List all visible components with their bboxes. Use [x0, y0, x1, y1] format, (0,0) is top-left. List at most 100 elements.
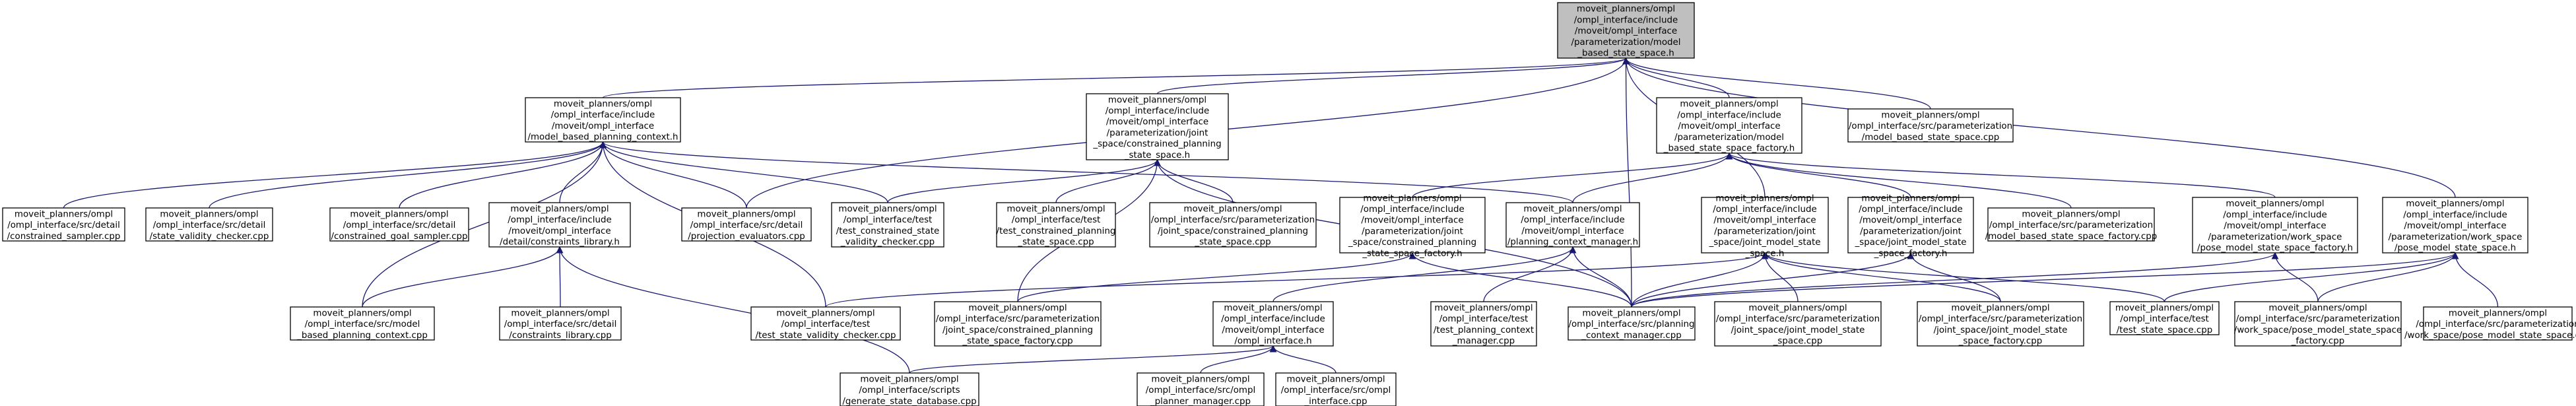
- node-box: [1847, 197, 1974, 254]
- node-label-line: /moveit/ompl_interface: [1678, 121, 1780, 131]
- node-label-line: /ompl_interface/src/detail: [343, 220, 456, 230]
- node-label-line: /ompl_interface/src/parameterization: [1919, 314, 2082, 324]
- node-test-constrained-state-validity-checker-cpp[interactable]: moveit_planners/ompl/ompl_interface/test…: [831, 202, 944, 248]
- edge-model-based-state-space-factory-h-to-root: [1625, 57, 1730, 98]
- node-joint-model-state-space-factory-cpp[interactable]: moveit_planners/ompl/ompl_interface/src/…: [1917, 301, 2084, 347]
- node-label-line: moveit_planners/ompl: [554, 100, 652, 110]
- edge-generate-state-database-cpp-to-ompl-interface-h: [909, 345, 1274, 374]
- node-projection-evaluators-cpp[interactable]: moveit_planners/ompl/ompl_interface/src/…: [681, 207, 812, 242]
- node-label-line: /ompl_interface/src/parameterization: [1716, 314, 1880, 324]
- node-pose-model-state-space-factory-cpp[interactable]: moveit_planners/ompl/ompl_interface/src/…: [2234, 301, 2402, 347]
- node-label-line: /test_planning_context: [1434, 325, 1534, 335]
- node-label-line: /ompl_interface/src/parameterization: [1151, 215, 1315, 225]
- edge-joint-model-state-space-factory-cpp-to-joint-model-state-space-factory-h: [1910, 252, 2001, 302]
- edge-test-state-space-cpp-to-joint-model-state-space-h: [1764, 252, 2165, 302]
- node-label-line: /ompl_interface/include: [1677, 110, 1781, 120]
- node-test-constrained-planning-state-space-cpp[interactable]: moveit_planners/ompl/ompl_interface/test…: [996, 202, 1116, 248]
- node-constrained-planning-state-space-h[interactable]: moveit_planners/ompl/ompl_interface/incl…: [1086, 93, 1229, 160]
- edge-ompl-interface-cpp-to-ompl-interface-h: [1272, 345, 1337, 374]
- node-label-line: moveit_planners/ompl: [1183, 205, 1282, 215]
- node-pose-model-state-space-cpp[interactable]: moveit_planners/ompl/ompl_interface/src/…: [2404, 306, 2576, 341]
- node-label-line: _space.h: [1745, 249, 1785, 259]
- node-box: [1339, 197, 1486, 254]
- node-box: [1847, 108, 2014, 143]
- node-box: [831, 202, 944, 248]
- node-constrained-planning-state-space-factory-h[interactable]: moveit_planners/ompl/ompl_interface/incl…: [1339, 193, 1486, 259]
- node-label-line: _space_factory.h: [1874, 249, 1948, 259]
- node-pose-model-state-space-factory-h[interactable]: moveit_planners/ompl/ompl_interface/incl…: [2192, 197, 2358, 254]
- node-box: [2234, 301, 2402, 347]
- node-model-based-state-space-cpp[interactable]: moveit_planners/ompl/ompl_interface/src/…: [1847, 108, 2014, 143]
- node-label-line: /parameterization/joint: [1714, 226, 1816, 236]
- edge-constrained-planning-state-space-factory-cpp-to-constrained-planning-state-space-factory-h: [1017, 252, 1413, 302]
- arrowhead-constraints-library-h-29: [556, 246, 564, 254]
- node-label-line: /moveit/ompl_interface: [1521, 226, 1624, 236]
- node-label-line: moveit_planners/ompl: [1434, 304, 1533, 314]
- node-label-line: /test_constrained_planning: [997, 226, 1116, 236]
- edge-test-planning-context-manager-cpp-to-planning-context-manager-h: [1483, 246, 1573, 302]
- edge-planning-context-manager-cpp-to-joint-model-state-space-factory-h: [1631, 252, 1911, 308]
- node-box: [934, 301, 1102, 347]
- node-box: [1086, 93, 1229, 160]
- node-box: [750, 306, 901, 341]
- node-label-line: _validity_checker.cpp: [840, 238, 935, 248]
- node-label-line: _space/joint_model_state: [1855, 238, 1967, 248]
- node-model-based-state-space-factory-cpp[interactable]: moveit_planners/ompl/ompl_interface/src/…: [1985, 207, 2157, 242]
- node-ompl-interface-cpp[interactable]: moveit_planners/ompl/ompl_interface/src/…: [1275, 372, 1397, 406]
- edge-planning-context-manager-cpp-to-planning-context-manager-h: [1572, 246, 1632, 308]
- node-constrained-planning-state-space-cpp[interactable]: moveit_planners/ompl/ompl_interface/src/…: [1149, 202, 1317, 248]
- node-generate-state-database-cpp[interactable]: moveit_planners/ompl/ompl_interface/scri…: [840, 372, 979, 406]
- node-label-line: /ompl_interface/src/model: [305, 320, 420, 329]
- node-constrained-planning-state-space-factory-cpp[interactable]: moveit_planners/ompl/ompl_interface/src/…: [934, 301, 1102, 347]
- node-label-line: moveit_planners/ompl: [1881, 110, 1979, 120]
- node-label-line: moveit_planners/ompl: [511, 308, 609, 318]
- node-test-state-validity-checker-cpp[interactable]: moveit_planners/ompl/ompl_interface/test…: [750, 306, 901, 341]
- node-label-line: /ompl_interface/test: [2120, 314, 2209, 324]
- node-model-based-planning-context-h[interactable]: moveit_planners/ompl/ompl_interface/incl…: [525, 97, 681, 143]
- node-ompl-interface-h[interactable]: moveit_planners/ompl/ompl_interface/incl…: [1212, 301, 1334, 347]
- node-label-line: moveit_planners/ompl: [1151, 374, 1249, 384]
- node-label-line: moveit_planners/ompl: [1363, 193, 1461, 203]
- node-label-line: /ompl_interface/include: [551, 110, 655, 120]
- node-label-line: moveit_planners/ompl: [1861, 193, 1960, 203]
- edge-pose-model-state-space-factory-h-to-model-based-state-space-factory-h: [1729, 152, 2276, 198]
- node-joint-model-state-space-cpp[interactable]: moveit_planners/ompl/ompl_interface/src/…: [1714, 301, 1882, 347]
- node-label-line: /generate_state_database.cpp: [842, 397, 976, 406]
- node-label-line: _state_space.cpp: [1017, 238, 1094, 248]
- node-box: [290, 306, 435, 341]
- edge-planning-context-manager-cpp-to-pose-model-state-space-h: [1631, 252, 2456, 308]
- node-label-line: _state_space.h: [1124, 151, 1190, 160]
- node-label-line: /ompl_interface/scripts: [859, 386, 960, 395]
- edge-constrained-planning-state-space-h-to-root: [1156, 57, 1627, 94]
- node-label-line: /parameterization/joint: [1362, 226, 1463, 236]
- node-label-line: /work_space/pose_model_state_space: [2234, 325, 2402, 335]
- node-joint-model-state-space-h[interactable]: moveit_planners/ompl/ompl_interface/incl…: [1701, 193, 1829, 259]
- node-test-planning-context-manager-cpp[interactable]: moveit_planners/ompl/ompl_interface/test…: [1430, 301, 1537, 347]
- node-label-line: moveit_planners/ompl: [1582, 308, 1680, 318]
- edge-constrained-goal-sampler-cpp-to-model-based-planning-context-h: [399, 141, 604, 209]
- node-pose-model-state-space-h[interactable]: moveit_planners/ompl/ompl_interface/incl…: [2382, 197, 2528, 254]
- node-model-based-state-space-factory-h[interactable]: moveit_planners/ompl/ompl_interface/incl…: [1656, 97, 1802, 154]
- arrowhead-root-7: [1622, 57, 1630, 65]
- node-label-line: /ompl_interface/include: [1574, 15, 1678, 25]
- node-label-line: moveit_planners/ompl: [1523, 205, 1622, 215]
- node-constrained-sampler-cpp[interactable]: moveit_planners/ompl/ompl_interface/src/…: [2, 207, 125, 242]
- node-label-line: /moveit/ompl_interface: [508, 226, 611, 236]
- node-label-line: moveit_planners/ompl: [838, 205, 937, 215]
- node-constraints-library-h[interactable]: moveit_planners/ompl/ompl_interface/incl…: [488, 202, 631, 248]
- node-constraints-library-cpp[interactable]: moveit_planners/ompl/ompl_interface/src/…: [499, 306, 622, 341]
- node-model-based-planning-context-cpp[interactable]: moveit_planners/ompl/ompl_interface/src/…: [290, 306, 435, 341]
- node-root[interactable]: moveit_planners/ompl/ompl_interface/incl…: [1557, 2, 1695, 59]
- node-state-validity-checker-cpp[interactable]: moveit_planners/ompl/ompl_interface/src/…: [145, 207, 273, 242]
- node-box: [1987, 207, 2155, 242]
- node-label-line: moveit_planners/ompl: [2268, 304, 2367, 314]
- node-label-line: /moveit/ompl_interface: [2224, 221, 2326, 231]
- node-planning-context-manager-cpp[interactable]: moveit_planners/ompl/ompl_interface/src/…: [1568, 306, 1696, 341]
- node-test-state-space-cpp[interactable]: moveit_planners/ompl/ompl_interface/test…: [2109, 301, 2220, 335]
- node-planner-manager-cpp[interactable]: moveit_planners/ompl/ompl_interface/src/…: [1137, 372, 1265, 406]
- node-constrained-goal-sampler-cpp[interactable]: moveit_planners/ompl/ompl_interface/src/…: [329, 207, 469, 242]
- node-label-line: /moveit/ompl_interface: [1859, 216, 1962, 226]
- node-joint-model-state-space-factory-h[interactable]: moveit_planners/ompl/ompl_interface/incl…: [1847, 193, 1974, 259]
- node-planning-context-manager-h[interactable]: moveit_planners/ompl/ompl_interface/incl…: [1505, 202, 1640, 248]
